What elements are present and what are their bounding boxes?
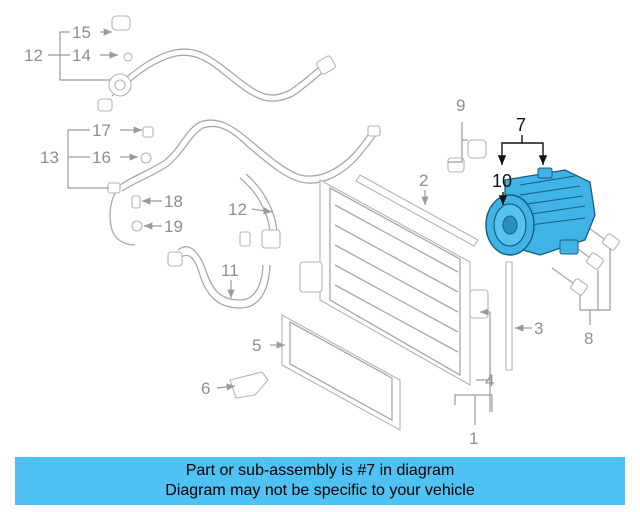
parts-diagram: 15 14 12 17 16 13 18 19 12 11 2 3 4 1 5 … <box>24 15 620 448</box>
callout-18: 18 <box>164 192 183 211</box>
bracket-6 <box>229 371 269 399</box>
callout-9: 9 <box>456 96 465 115</box>
ac-hose-upper <box>97 15 336 112</box>
bolts-8 <box>551 224 620 296</box>
ac-hose-11 <box>167 246 271 309</box>
seal-strip-3 <box>505 261 513 371</box>
callout-1: 1 <box>469 429 478 448</box>
receiver-dryer-9 <box>447 139 487 173</box>
callout-12-lower: 12 <box>228 200 247 219</box>
callout-leader-7-10 <box>497 135 548 205</box>
callout-17: 17 <box>92 121 111 140</box>
callout-12-top: 12 <box>24 46 43 65</box>
ac-line-middle <box>107 119 381 246</box>
callout-4: 4 <box>485 371 494 390</box>
callout-14: 14 <box>72 46 91 65</box>
callout-19: 19 <box>164 217 183 236</box>
callout-8: 8 <box>584 329 593 348</box>
ac-compressor-7[interactable] <box>485 167 596 256</box>
callout-2: 2 <box>419 171 428 190</box>
callout-13: 13 <box>40 148 59 167</box>
callout-6: 6 <box>201 379 210 398</box>
callout-5: 5 <box>252 336 261 355</box>
seal-strip-2 <box>355 174 479 247</box>
callout-3: 3 <box>534 319 543 338</box>
callout-7[interactable]: 7 <box>516 115 526 135</box>
callout-15: 15 <box>72 23 91 42</box>
callout-11: 11 <box>221 261 239 280</box>
banner-line-1: Part or sub-assembly is #7 in diagram <box>185 462 455 479</box>
condenser <box>299 179 489 386</box>
callout-16: 16 <box>92 148 111 167</box>
callout-leaders <box>48 28 611 425</box>
ac-hose-lower <box>239 173 281 249</box>
callout-10: 10 <box>492 171 512 191</box>
info-banner: Part or sub-assembly is #7 in diagram Di… <box>15 457 625 505</box>
banner-line-2: Diagram may not be specific to your vehi… <box>165 482 475 499</box>
